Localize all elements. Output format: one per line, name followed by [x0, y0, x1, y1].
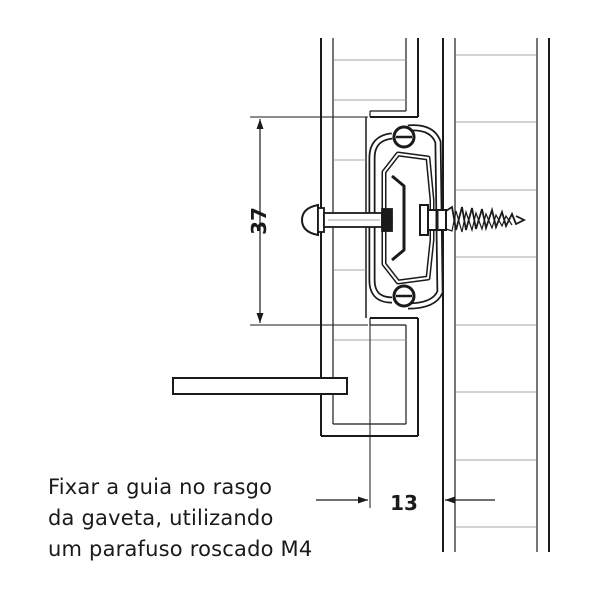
caption-line-1: Fixar a guia no rasgo [48, 475, 273, 499]
drawer-bottom-board [172, 377, 348, 395]
caption-line-2: da gaveta, utilizando [48, 506, 274, 530]
dimension-height-label: 37 [247, 207, 271, 235]
caption-line-3: um parafuso roscado M4 [48, 537, 313, 561]
dimension-offset [316, 325, 495, 508]
dimension-offset-label: 13 [390, 491, 418, 515]
instruction-caption: Fixar a guia no rasgo da gaveta, utiliza… [48, 472, 378, 565]
m4-bolt [300, 203, 393, 237]
dimension-height [250, 116, 368, 326]
cabinet-side-panel [442, 38, 550, 552]
drawer-side-panel [320, 38, 419, 437]
wood-screw [419, 204, 527, 236]
